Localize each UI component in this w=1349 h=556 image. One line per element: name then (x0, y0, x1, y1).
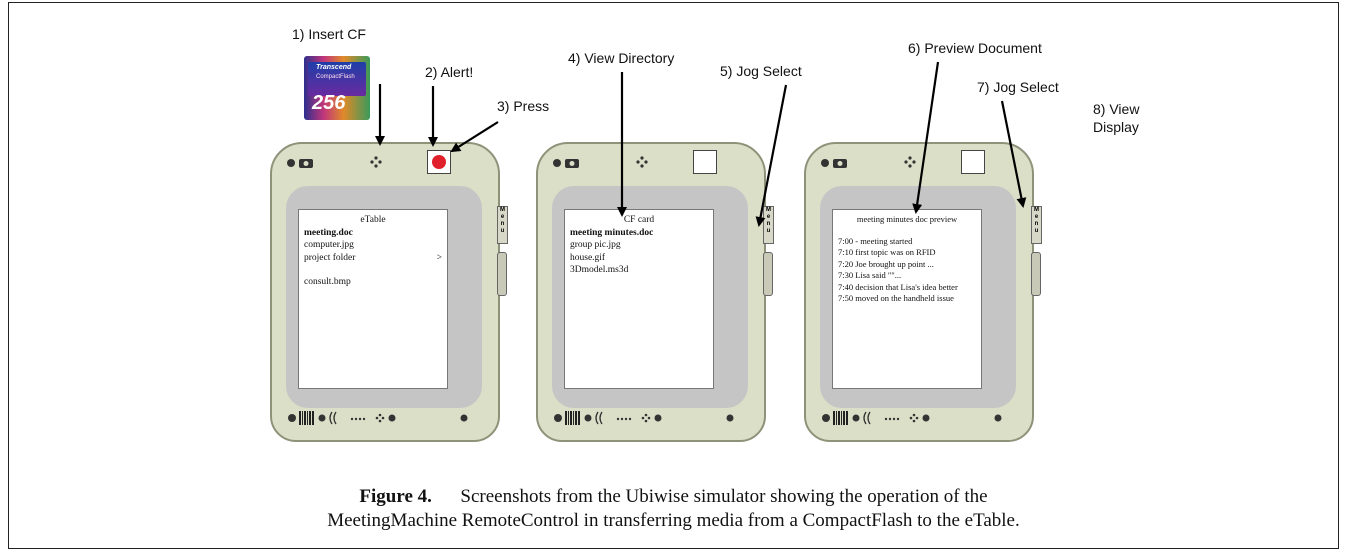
preview-line: 7:10 first topic was on RFID (838, 247, 936, 257)
preview-line: 7:40 decision that Lisa's idea better (838, 281, 958, 292)
caption-text-1: Screenshots from the Ubiwise simulator s… (460, 486, 988, 507)
cf-product: CompactFlash (316, 74, 355, 80)
step-2-label: 2) Alert! (425, 64, 474, 80)
step-3-label: 3) Press (497, 98, 550, 114)
camera-icon (553, 159, 579, 168)
jog-dial[interactable] (763, 252, 773, 296)
step-5-label: 5) Jog Select (720, 63, 802, 79)
list-item[interactable]: 3Dmodel.ms3d (570, 265, 629, 275)
barcode-icon (833, 411, 848, 425)
preview-line: 7:00 - meeting started (838, 235, 913, 246)
list-item[interactable]: group pic.jpg (570, 240, 621, 250)
preview-line: 7:50 moved on the handheld issue (838, 293, 954, 303)
hardware-buttons-row (822, 411, 1002, 425)
arrow-preview-document (912, 61, 940, 214)
arrow-press (450, 121, 499, 153)
cf-brand: Transcend (316, 64, 352, 71)
device-1-screen: eTable meeting.doc computer.jpg project … (298, 209, 448, 389)
list-item[interactable]: computer.jpg (304, 240, 354, 250)
dpad-icon (370, 156, 382, 168)
list-item[interactable]: house.gif (570, 252, 606, 263)
step-4-label: 4) View Directory (568, 50, 675, 66)
screen-title: CF card (623, 215, 655, 225)
alert-button[interactable] (427, 150, 451, 174)
hardware-buttons-row (554, 411, 734, 425)
screen-title: meeting minutes doc preview (856, 214, 958, 224)
hardware-buttons-row (288, 411, 468, 425)
preview-line: 7:20 Joe brought up point ... (838, 258, 934, 269)
alert-button[interactable] (693, 150, 717, 174)
jog-dial[interactable] (497, 252, 507, 296)
figure-caption-line1: Figure 4. Screenshots from the Ubiwise s… (8, 486, 1339, 508)
alert-button[interactable] (961, 150, 985, 174)
step-8-label: 8) View (1093, 101, 1140, 117)
device-2-screen: CF card meeting minutes.doc group pic.jp… (564, 209, 714, 389)
folder-label: project folder (304, 252, 356, 263)
device-3-screen: meeting minutes doc preview 7:00 - meeti… (832, 209, 982, 389)
cf-capacity: 256 (312, 92, 346, 114)
barcode-icon (565, 411, 580, 425)
step-8-label-line2: Display (1093, 119, 1139, 135)
step-7-label: 7) Jog Select (977, 79, 1059, 95)
arrow-jog-select-2 (1000, 100, 1027, 208)
screen-title: eTable (360, 215, 386, 225)
dpad-icon (636, 156, 648, 168)
compactflash-card-image: Transcend CompactFlash 256 (304, 56, 370, 120)
barcode-icon (299, 411, 314, 425)
list-item[interactable]: meeting minutes.doc (570, 227, 654, 238)
dpad-icon (904, 156, 916, 168)
chevron-right-icon: > (436, 252, 442, 263)
camera-icon (287, 159, 313, 168)
figure-frame (8, 2, 1339, 549)
jog-dial[interactable] (1031, 252, 1041, 296)
figure-caption-line2: MeetingMachine RemoteControl in transfer… (327, 510, 1020, 531)
camera-icon (821, 159, 847, 168)
preview-line: 7:30 Lisa said ""... (838, 270, 902, 280)
list-item[interactable]: consult.bmp (304, 277, 351, 287)
step-6-label: 6) Preview Document (908, 40, 1042, 56)
list-item[interactable]: project folder > (304, 252, 442, 265)
step-1-label: 1) Insert CF (292, 26, 366, 42)
arrow-jog-select-1 (755, 84, 788, 227)
list-item[interactable]: meeting.doc (304, 227, 353, 238)
figure-label: Figure 4. (359, 486, 432, 507)
alert-indicator (432, 155, 446, 169)
